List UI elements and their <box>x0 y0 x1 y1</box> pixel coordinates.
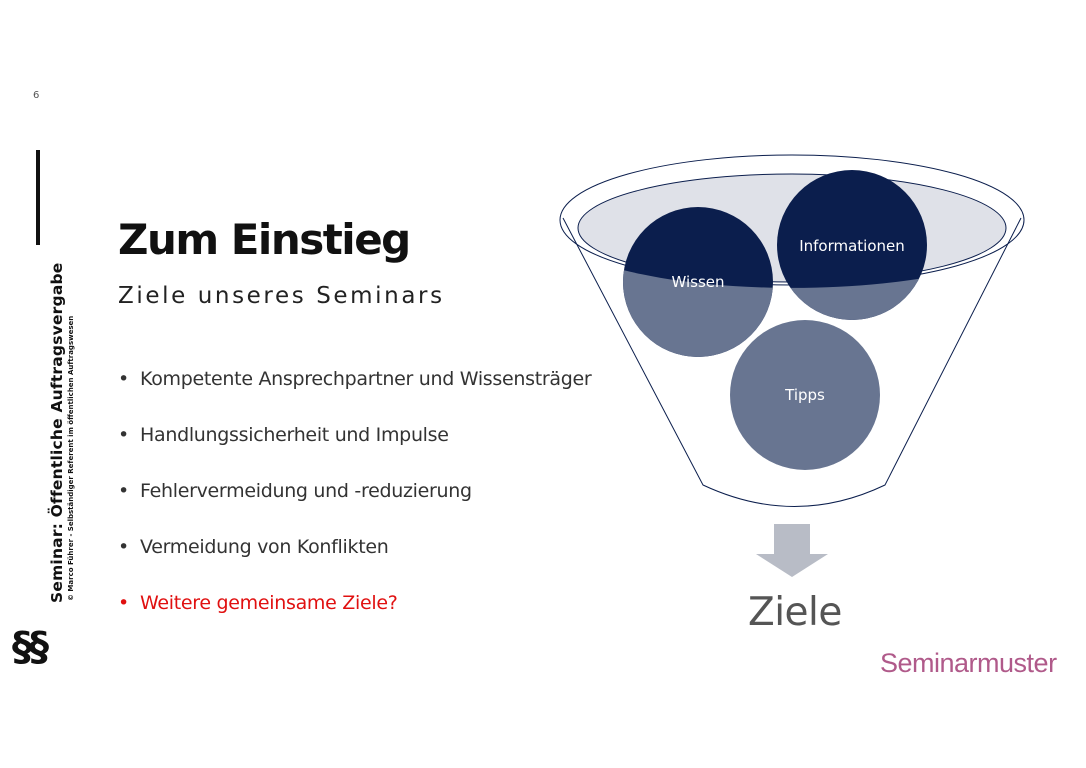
bullet-list: • Kompetente Ansprechpartner und Wissenst… <box>118 365 592 645</box>
slide-subtitle: Ziele unseres Seminars <box>118 283 445 309</box>
funnel-outline <box>562 217 1022 507</box>
arrow-down-icon <box>756 524 828 577</box>
funnel-diagram: Wissen Informationen Tipps <box>559 154 1025 577</box>
sidebar-copyright: © Marco Führer - Selbständiger Referent … <box>67 315 75 601</box>
circle-label-informationen: Informationen <box>799 237 905 255</box>
brand-watermark: Seminarmuster <box>880 648 1057 678</box>
bullet-dot-icon: • <box>118 368 129 390</box>
bullet-dot-icon: • <box>118 592 129 614</box>
bullet-dot-icon: • <box>118 536 129 558</box>
accent-bar <box>36 150 40 245</box>
bullet-dot-icon: • <box>118 480 129 502</box>
page-number: 6 <box>33 90 40 101</box>
circle-informationen <box>777 170 927 320</box>
circle-label-tipps: Tipps <box>784 386 825 404</box>
bullet-item: • Handlungssicherheit und Impulse <box>118 421 591 477</box>
sidebar-title: Seminar: Öffentliche Auftragsvergabe <box>48 262 66 603</box>
circle-tipps <box>730 320 880 470</box>
bullet-text: Weitere gemeinsame Ziele? <box>140 592 398 614</box>
bullet-item-highlight: • Weitere gemeinsame Ziele? <box>118 589 591 645</box>
slide-title: Zum Einstieg <box>118 215 411 264</box>
paragraph-logo-icon: §§ <box>12 624 49 670</box>
bullet-item: • Vermeidung von Konflikten <box>118 533 591 589</box>
sidebar-vertical-text: Seminar: Öffentliche Auftragsvergabe © M… <box>48 263 76 603</box>
bullet-item: • Kompetente Ansprechpartner und Wissenst… <box>118 365 592 421</box>
bullet-text: Fehlervermeidung und -reduzierung <box>140 480 472 502</box>
bullet-text: Handlungssicherheit und Impulse <box>140 424 449 446</box>
bullet-text: Kompetente Ansprechpartner und Wissenstr… <box>140 368 592 390</box>
output-label: Ziele <box>748 590 842 635</box>
circle-label-wissen: Wissen <box>671 273 724 291</box>
bullet-text: Vermeidung von Konflikten <box>140 536 389 558</box>
bullet-item: • Fehlervermeidung und -reduzierung <box>118 477 591 533</box>
bullet-dot-icon: • <box>118 424 129 446</box>
